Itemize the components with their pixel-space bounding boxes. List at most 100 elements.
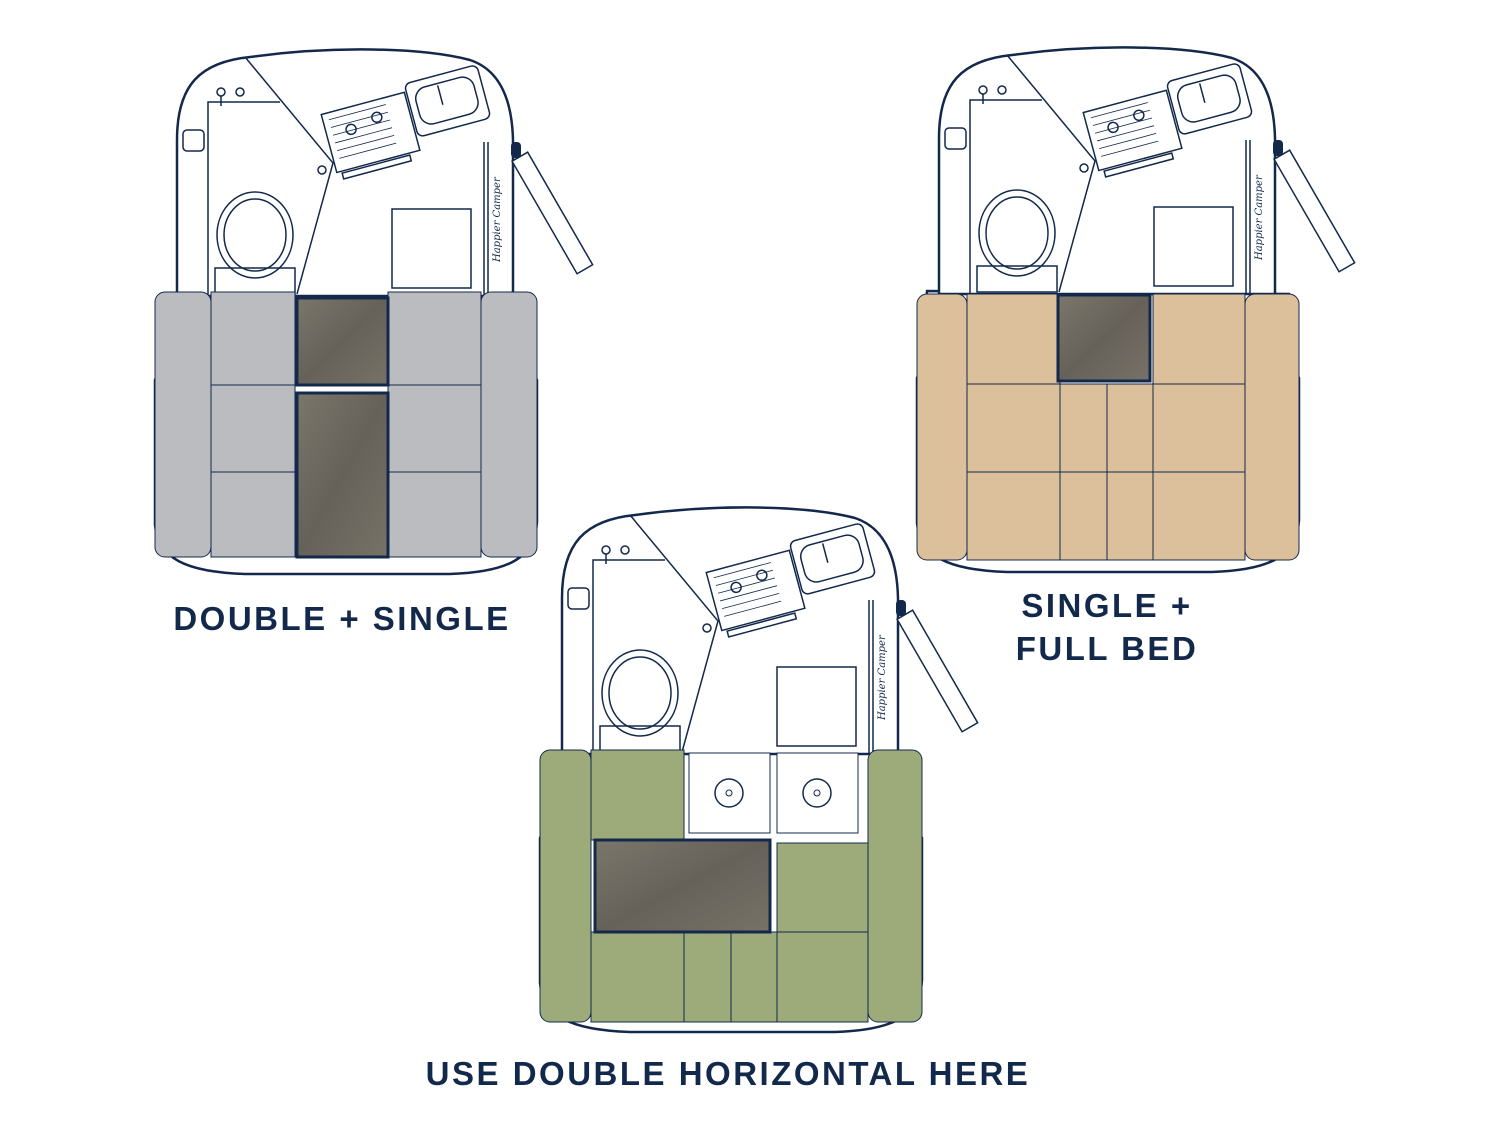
seat-base: [688, 752, 771, 834]
table-top: [593, 838, 772, 934]
plan-1-label: DOUBLE + SINGLE: [173, 600, 511, 637]
burner-icon: [371, 111, 383, 124]
stove-grate-line: [1096, 125, 1155, 142]
storage-box: [776, 666, 857, 747]
stove-grate-line: [334, 127, 393, 144]
window-icon: [944, 127, 967, 150]
table-top: [1056, 293, 1152, 383]
cushion: [966, 293, 1061, 385]
seat-mount-icon: [802, 778, 832, 808]
plan-2-label-line1: SINGLE +: [1021, 587, 1193, 624]
cushion: [966, 383, 1061, 473]
toilet-bowl-icon: [223, 198, 287, 272]
stove-grate-line: [722, 593, 780, 610]
table-top: [295, 391, 390, 559]
door-hinge-icon: [1273, 140, 1283, 156]
stove-grate-line: [330, 111, 389, 128]
stove-grate-line: [339, 142, 397, 159]
toilet-bowl-icon: [608, 656, 672, 730]
stove-grate-line: [717, 577, 776, 594]
faucet-icon: [436, 85, 444, 105]
light-icon: [702, 623, 712, 633]
cushion: [210, 471, 296, 558]
bathroom-partition: [1006, 54, 1096, 293]
cushion: [387, 291, 482, 386]
stove-grate-line: [332, 119, 391, 136]
cushion: [480, 291, 538, 558]
door-hinge-icon: [511, 142, 521, 158]
sink-icon: [404, 65, 491, 137]
cushion: [590, 749, 685, 841]
cushion: [683, 931, 732, 1023]
seat-mount-center-icon: [813, 789, 821, 797]
bathroom-partition: [244, 56, 334, 295]
stove-grate-line: [1090, 102, 1148, 119]
stove-grate-line: [1092, 109, 1151, 126]
logo-happier-camper: Happier Camper: [877, 634, 888, 721]
floor-plan-double-horizontal: Happier Camper: [538, 506, 979, 1034]
cushion: [867, 749, 923, 1023]
burner-icon: [730, 581, 742, 594]
stove-edge: [726, 612, 798, 638]
cushion: [1059, 471, 1108, 561]
window-icon: [567, 587, 590, 610]
logo-happier-camper: Happier Camper: [492, 176, 503, 263]
logo-happier-camper: Happier Camper: [1254, 174, 1265, 261]
storage-box: [391, 208, 472, 289]
burner-icon: [345, 123, 357, 136]
storage-box: [1153, 206, 1234, 287]
floor-plan-single-full-bed: Happier Camper: [915, 46, 1356, 574]
sink-basin-icon: [414, 76, 479, 125]
stove-grate-line: [1099, 133, 1157, 150]
shower-knob-icon: [620, 545, 630, 555]
floor-plan-double-single: Happier Camper: [153, 48, 594, 576]
light-icon: [317, 165, 327, 175]
plan-2-label-line2: FULL BED: [1015, 630, 1199, 667]
burner-icon: [1133, 109, 1145, 122]
seat-mount-center-icon: [725, 789, 733, 797]
cushion: [210, 291, 296, 386]
bathroom-partition: [629, 514, 719, 753]
kitchen-unit: [320, 65, 491, 180]
shower-knob-icon: [997, 85, 1007, 95]
stove-grate-line: [1094, 117, 1153, 134]
toilet-tank-icon: [976, 265, 1058, 293]
door: [1273, 149, 1356, 273]
cushion: [1152, 471, 1246, 561]
toilet-seat-icon: [601, 649, 679, 737]
cushion: [1106, 471, 1154, 561]
faucet-icon: [1198, 83, 1206, 103]
cushion: [730, 931, 778, 1023]
bathroom-wall: [592, 559, 665, 753]
burner-icon: [1107, 121, 1119, 134]
cushion: [387, 384, 482, 473]
cushion: [539, 749, 592, 1023]
stove-icon: [320, 91, 421, 174]
cushion: [1059, 383, 1108, 473]
toilet-bowl-icon: [985, 196, 1049, 270]
faucet-icon: [821, 543, 829, 563]
cushion: [210, 384, 296, 473]
cushion: [1244, 293, 1300, 561]
door-hinge-icon: [896, 600, 906, 616]
door: [511, 151, 594, 275]
stove-grate-line: [1101, 140, 1159, 157]
stove-grate-line: [719, 585, 778, 602]
stove-grate-line: [724, 600, 782, 617]
bathroom-wall: [969, 99, 1042, 293]
cushion: [966, 471, 1061, 561]
window-icon: [182, 129, 205, 152]
stove-grate-line: [337, 135, 395, 152]
plan-3-label: USE DOUBLE HORIZONTAL HERE: [425, 1055, 1031, 1092]
seat-base: [776, 752, 859, 834]
stove-grate-line: [713, 562, 771, 579]
cushion: [776, 931, 869, 1023]
stove-edge: [341, 154, 413, 180]
sink-icon: [1166, 63, 1253, 135]
cushion: [776, 842, 869, 933]
seat-bases: [688, 752, 859, 834]
stove-icon: [1082, 89, 1183, 172]
stove-grate-line: [715, 569, 774, 586]
table-top: [295, 296, 390, 387]
